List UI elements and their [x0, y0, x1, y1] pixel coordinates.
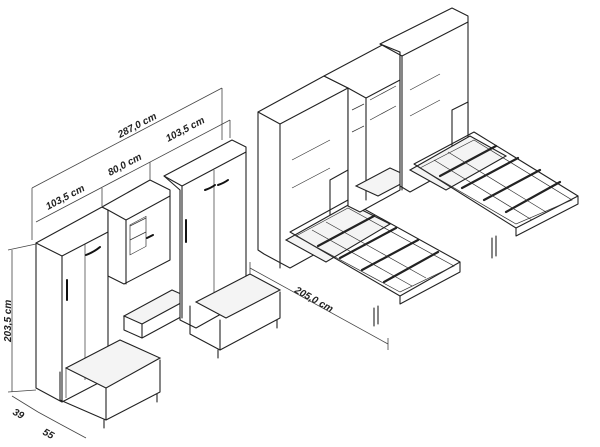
total-width-label: 287,0 cm: [115, 111, 158, 141]
middle-width-label: 80,0 cm: [106, 152, 144, 179]
open-configuration: [257, 7, 579, 327]
right-bench-cushion: [194, 273, 282, 319]
depth-large-label: 55: [41, 427, 56, 442]
height-label: 203,5 cm: [3, 300, 14, 343]
closed-configuration: [35, 139, 282, 429]
left-bench-cushion: [64, 339, 162, 389]
middle-hutch: [101, 179, 171, 285]
left-width-label: 103,5 cm: [44, 183, 87, 213]
right-width-label: 103,5 cm: [164, 115, 207, 145]
depth-small-label: 39: [11, 407, 26, 422]
dimension-lines: [7, 87, 389, 439]
bed-length-label: 205,0 cm: [292, 285, 335, 316]
open-left-bench: [284, 203, 392, 263]
